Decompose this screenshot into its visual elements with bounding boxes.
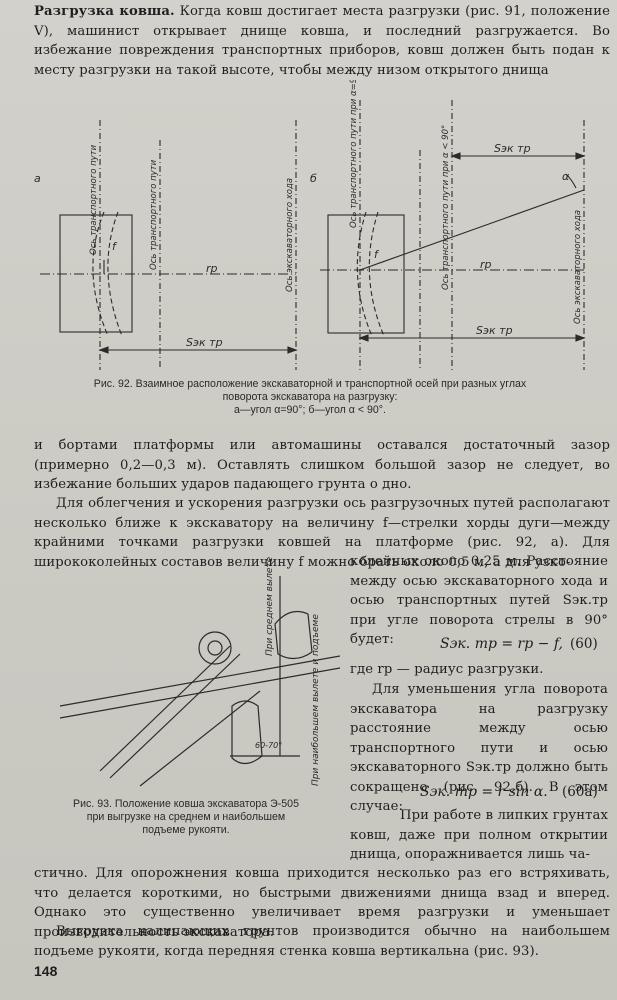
top-paragraph: Разгрузка ковша. Когда ковш достигает ме…	[34, 2, 610, 80]
fig92-label-a: а	[34, 172, 41, 185]
figure-92-caption: Рис. 92. Взаимное расположение экскавато…	[93, 378, 527, 416]
fig92b-s-top-label: Sэк тр	[494, 142, 531, 155]
top-paragraph-text: Когда ковш достигает места разгрузки (ри…	[34, 4, 610, 78]
figure-93-caption: Рис. 93. Положение ковша экскаватора Э-5…	[73, 798, 299, 836]
fig93-label-mid: При среднем вылете	[265, 556, 275, 656]
figure-92-diagram: а б f rр Sэк тр f rр Sэк тр Sэк тр α Ось…	[34, 80, 586, 370]
fig92b-rp-label: rр	[480, 258, 492, 271]
fig92b-axis-excavator: Ось экскаваторного хода	[573, 210, 583, 324]
paragraph-3: Для облегчения и ускорения разгрузки ось…	[34, 496, 610, 570]
fig92a-axis-excavator: Ось экскаваторного хода	[285, 178, 295, 292]
paragraph-2: и бортами платформы или автомашины остав…	[34, 438, 610, 492]
where-text: где rр — радиус разгрузки.	[350, 662, 544, 677]
formula-60: Sэк. тр = rр − f,	[440, 636, 563, 652]
fig92a-axis-transport-1: Ось транспортного пути	[89, 144, 99, 255]
fig92b-bucket-rect	[327, 214, 405, 334]
paragraph-4: Для уменьшения угла поворота экскаватора…	[350, 682, 608, 814]
fig92b-alpha-label: α	[562, 170, 570, 183]
equation-number-60a: (60а)	[562, 784, 598, 800]
fig92a-rp-label: rр	[206, 262, 218, 275]
fig92b-f-label: f	[374, 248, 380, 261]
fig93-pulley	[198, 631, 232, 665]
figure-93-diagram: При среднем вылете При наибольшем вылете…	[59, 556, 340, 787]
section-heading: Разгрузка ковша.	[34, 4, 175, 19]
fig92a-s-label: Sэк тр	[186, 336, 223, 349]
paragraph-6: Выгрузка налипающих грунтов производится…	[34, 924, 610, 959]
fig93-bucket-max	[231, 700, 263, 765]
fig92b-s-bottom-label: Sэк тр	[476, 324, 513, 337]
fig93-label-max: При наибольшем вылете и подъеме	[311, 614, 321, 786]
equation-number-60: (60)	[570, 636, 598, 652]
fig92b-axis-transport-1: Ось транспортного пути при α=90°	[349, 80, 359, 228]
paragraph-5-right: При работе в липких грунтах ковш, даже п…	[350, 808, 608, 862]
fig92a-arc	[92, 211, 109, 337]
formula-60a: Sэк. тр = r sin α.	[420, 784, 548, 800]
fig93-bucket-mid	[274, 611, 313, 660]
fig93-angle: 60-70°	[255, 741, 282, 750]
fig92b-axis-transport-2: Ось транспортного пути при α < 90°	[441, 125, 451, 290]
fig92-label-b: б	[310, 172, 317, 185]
paragraph-3-continued: колейных около 0,25 м. Расстояние между …	[350, 554, 608, 647]
fig92a-f-label: f	[112, 240, 118, 253]
page-number: 148	[34, 963, 58, 979]
fig92a-axis-transport-2: Ось транспортного пути	[149, 159, 159, 270]
paragraph-5-full: стично. Для опорожнения ковша приходится…	[34, 866, 610, 940]
